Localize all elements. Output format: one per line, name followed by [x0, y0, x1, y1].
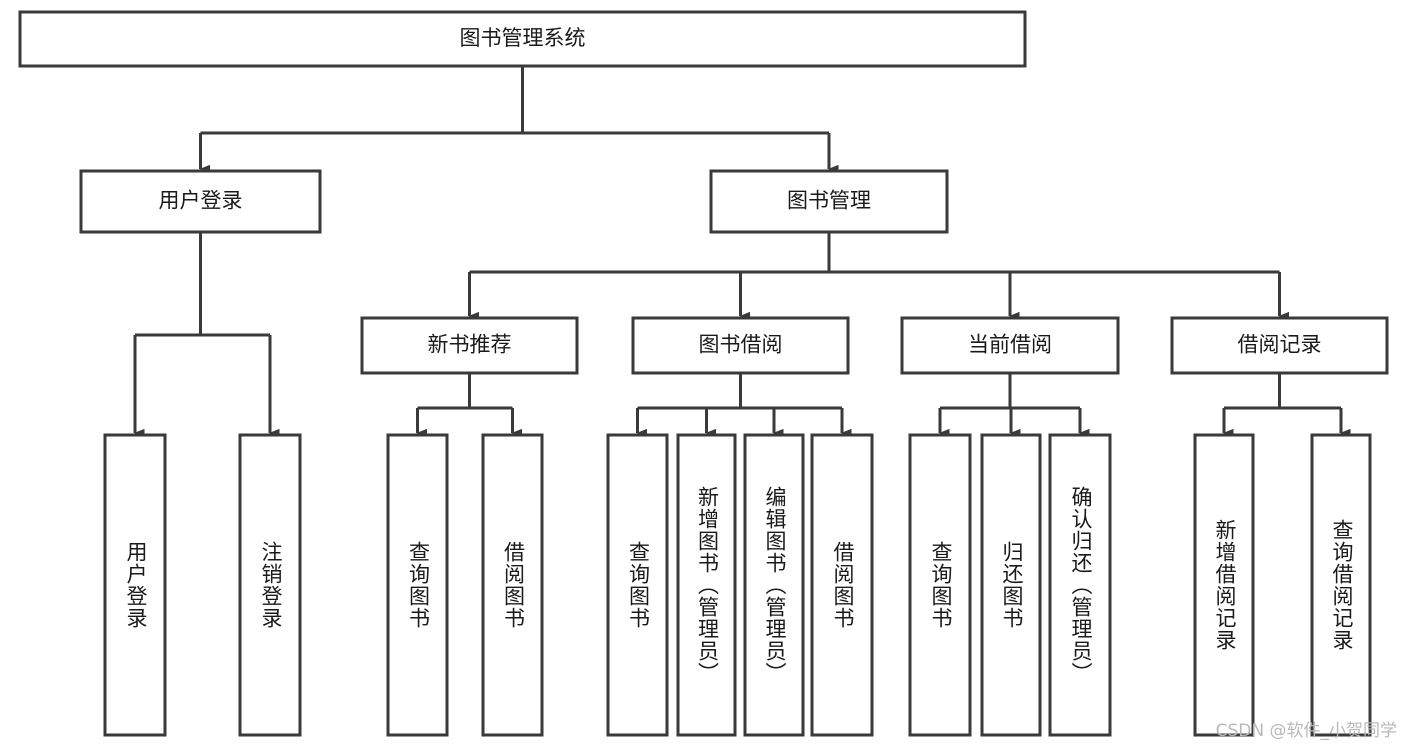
node-label-book-borrow: 图书借阅	[699, 333, 783, 357]
node-box-new-book-recommend	[360, 316, 579, 375]
node-leaf-add-borrow-record[interactable]: 新增借阅记录	[1193, 433, 1255, 737]
node-label-root: 图书管理系统	[460, 26, 586, 50]
node-label-leaf-query-book-rec: 查询图书	[407, 541, 431, 629]
node-leaf-query-book-borrow[interactable]: 查询图书	[606, 433, 669, 737]
node-label-leaf-user-login: 用户登录	[124, 541, 148, 629]
node-label-leaf-query-book-current: 查询图书	[929, 541, 953, 629]
node-root[interactable]: 图书管理系统	[18, 10, 1027, 68]
node-box-leaf-confirm-return-admin	[1048, 433, 1112, 737]
node-leaf-borrow-book-rec[interactable]: 借阅图书	[481, 433, 544, 737]
node-box-leaf-add-borrow-record	[1193, 433, 1255, 737]
node-label-leaf-borrow-book-rec: 借阅图书	[502, 541, 526, 629]
node-label-leaf-query-borrow-record: 查询借阅记录	[1330, 519, 1354, 651]
node-label-new-book-recommend: 新书推荐	[428, 333, 512, 357]
node-label-leaf-confirm-return-admin: 确认归还（管理员）	[1069, 486, 1093, 684]
node-box-current-borrow	[900, 316, 1120, 375]
node-leaf-query-borrow-record[interactable]: 查询借阅记录	[1310, 433, 1372, 737]
node-label-leaf-add-book-admin: 新增图书（管理员）	[696, 486, 720, 684]
node-box-book-borrow	[631, 316, 850, 375]
node-leaf-user-login[interactable]: 用户登录	[103, 433, 167, 737]
node-box-leaf-query-borrow-record	[1310, 433, 1372, 737]
node-leaf-return-book[interactable]: 归还图书	[980, 433, 1042, 737]
node-book-borrow[interactable]: 图书借阅	[631, 316, 850, 375]
node-label-current-borrow: 当前借阅	[968, 333, 1052, 357]
node-label-leaf-query-book-borrow: 查询图书	[627, 541, 651, 629]
node-new-book-recommend[interactable]: 新书推荐	[360, 316, 579, 375]
node-leaf-add-book-admin[interactable]: 新增图书（管理员）	[676, 433, 737, 737]
node-box-leaf-edit-book-admin	[743, 433, 805, 737]
node-leaf-query-book-rec[interactable]: 查询图书	[386, 433, 449, 737]
node-box-leaf-borrow-book	[810, 433, 874, 737]
node-label-borrow-record: 借阅记录	[1238, 333, 1322, 357]
node-box-leaf-query-book-current	[908, 433, 972, 737]
node-label-book-management: 图书管理	[787, 189, 871, 213]
node-box-leaf-borrow-book-rec	[481, 433, 544, 737]
node-label-user-login: 用户登录	[159, 189, 243, 213]
node-box-root	[18, 10, 1027, 68]
node-layer: 图书管理系统用户登录图书管理新书推荐图书借阅当前借阅借阅记录用户登录注销登录查询…	[18, 10, 1389, 737]
node-box-leaf-return-book	[980, 433, 1042, 737]
node-box-leaf-user-login	[103, 433, 167, 737]
node-label-leaf-logout-login: 注销登录	[259, 541, 283, 629]
node-box-borrow-record	[1170, 316, 1389, 375]
node-box-user-login	[79, 169, 322, 234]
node-label-leaf-edit-book-admin: 编辑图书（管理员）	[763, 486, 787, 684]
node-label-leaf-add-borrow-record: 新增借阅记录	[1213, 519, 1237, 651]
node-box-leaf-add-book-admin	[676, 433, 737, 737]
node-leaf-borrow-book[interactable]: 借阅图书	[810, 433, 874, 737]
node-label-leaf-return-book: 归还图书	[1000, 541, 1024, 629]
node-leaf-edit-book-admin[interactable]: 编辑图书（管理员）	[743, 433, 805, 737]
node-user-login[interactable]: 用户登录	[79, 169, 322, 234]
node-box-leaf-query-book-borrow	[606, 433, 669, 737]
node-box-leaf-query-book-rec	[386, 433, 449, 737]
node-box-book-management	[709, 169, 949, 234]
node-leaf-query-book-current[interactable]: 查询图书	[908, 433, 972, 737]
node-leaf-logout-login[interactable]: 注销登录	[238, 433, 302, 737]
node-leaf-confirm-return-admin[interactable]: 确认归还（管理员）	[1048, 433, 1112, 737]
node-borrow-record[interactable]: 借阅记录	[1170, 316, 1389, 375]
node-book-management[interactable]: 图书管理	[709, 169, 949, 234]
connector-layer	[133, 66, 1351, 438]
node-box-leaf-logout-login	[238, 433, 302, 737]
node-label-leaf-borrow-book: 借阅图书	[831, 541, 855, 629]
node-current-borrow[interactable]: 当前借阅	[900, 316, 1120, 375]
